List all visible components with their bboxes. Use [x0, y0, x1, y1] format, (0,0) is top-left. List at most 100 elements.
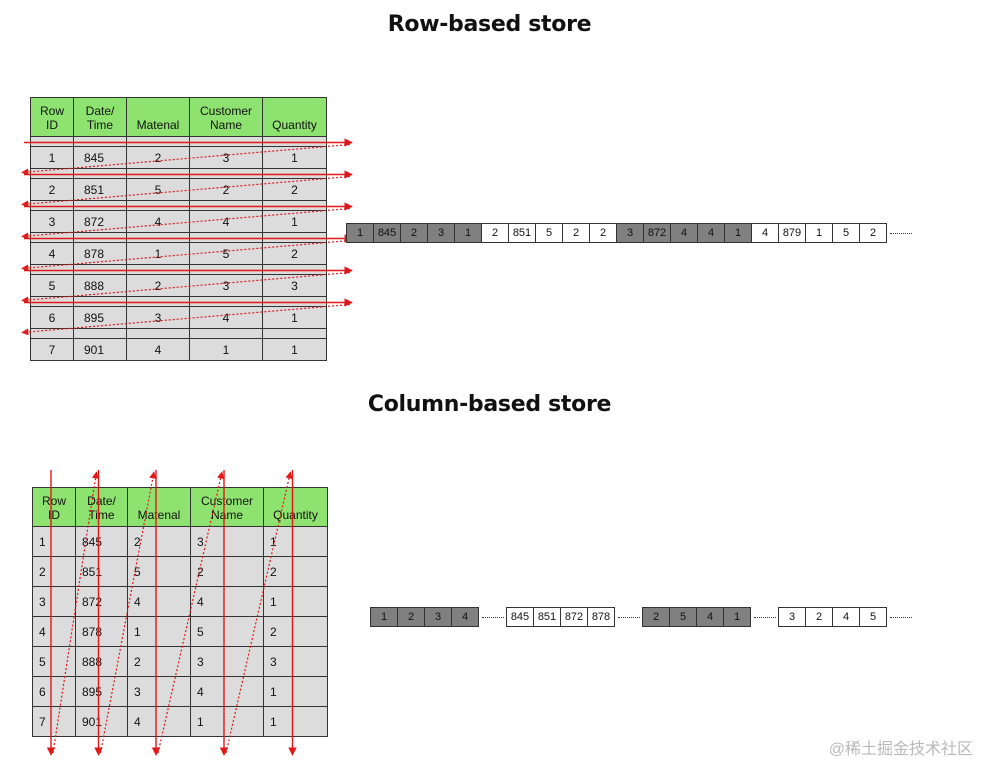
- strip-cell: 851: [508, 223, 536, 243]
- continuation-dots: [754, 616, 776, 618]
- table-cell: 2: [262, 242, 327, 265]
- column-header: Quantity: [262, 97, 327, 137]
- table-cell: 2: [262, 178, 327, 201]
- strip-cell: 3: [424, 607, 452, 627]
- gap-cell: [30, 168, 74, 179]
- table-cell: 2: [263, 556, 328, 587]
- strip-cell: 845: [373, 223, 401, 243]
- gap-cell: [126, 232, 190, 243]
- table-cell: 3: [262, 274, 327, 297]
- gap-cell: [30, 200, 74, 211]
- gap-cell: [126, 200, 190, 211]
- gap-cell: [262, 232, 327, 243]
- strip-cell: 1: [370, 607, 398, 627]
- table-cell: 2: [263, 616, 328, 647]
- gap-cell: [126, 296, 190, 307]
- table-cell: 5: [127, 556, 191, 587]
- column-header: Quantity: [263, 487, 328, 527]
- gap-cell: [73, 296, 127, 307]
- table-cell: 872: [73, 210, 127, 233]
- table-cell: 1: [263, 586, 328, 617]
- row-gap: [30, 200, 327, 211]
- table-cell: 4: [127, 586, 191, 617]
- table-cell: 888: [75, 646, 128, 677]
- table-cell: 1: [263, 526, 328, 557]
- gap-cell: [189, 296, 263, 307]
- table-cell: 7: [32, 706, 76, 737]
- table-cell: 1: [262, 146, 327, 169]
- table-cell: 4: [126, 338, 190, 361]
- table-cell: 3: [189, 274, 263, 297]
- table-cell: 5: [126, 178, 190, 201]
- strip-cell: 1: [805, 223, 833, 243]
- table-cell: 3: [190, 526, 264, 557]
- table-cell: 2: [127, 646, 191, 677]
- gap-cell: [189, 232, 263, 243]
- strip-cell: 1: [454, 223, 482, 243]
- strip-cell: 3: [427, 223, 455, 243]
- strip-cell: 878: [587, 607, 615, 627]
- gap-cell: [189, 264, 263, 275]
- strip-cell: 3: [778, 607, 806, 627]
- column-header: Matenal: [126, 97, 190, 137]
- table-cell: 4: [189, 210, 263, 233]
- strip-cell: 5: [669, 607, 697, 627]
- strip-cell: 872: [560, 607, 588, 627]
- strip-cell: 4: [832, 607, 860, 627]
- table-cell: 4: [189, 306, 263, 329]
- row-gap: [30, 328, 327, 339]
- table-cell: 2: [189, 178, 263, 201]
- gap-cell: [30, 296, 74, 307]
- row-gap: [30, 264, 327, 275]
- table-cell: 1: [262, 338, 327, 361]
- table-cell: 1: [127, 616, 191, 647]
- table-cell: 4: [32, 616, 76, 647]
- gap-cell: [262, 328, 327, 339]
- table-cell: 878: [75, 616, 128, 647]
- strip-cell: 879: [778, 223, 806, 243]
- continuation-dots: [618, 616, 640, 618]
- table-cell: 4: [190, 586, 264, 617]
- table-cell: 3: [263, 646, 328, 677]
- table-cell: 1: [190, 706, 264, 737]
- strip-cell: 1: [346, 223, 374, 243]
- gap-cell: [73, 168, 127, 179]
- table-cell: 1: [263, 706, 328, 737]
- table-cell: 1: [189, 338, 263, 361]
- gap-cell: [262, 168, 327, 179]
- table-cell: 845: [75, 526, 128, 557]
- strip-cell: 2: [397, 607, 425, 627]
- column-header: Row ID: [32, 487, 76, 527]
- gap-cell: [126, 264, 190, 275]
- table-cell: 3: [32, 586, 76, 617]
- gap-cell: [73, 328, 127, 339]
- table-cell: 888: [73, 274, 127, 297]
- row-gap: [30, 296, 327, 307]
- strip-cell: 2: [589, 223, 617, 243]
- table-cell: 872: [75, 586, 128, 617]
- table-cell: 3: [190, 646, 264, 677]
- table-cell: 2: [190, 556, 264, 587]
- table-cell: 901: [73, 338, 127, 361]
- table-cell: 3: [127, 676, 191, 707]
- gap-cell: [262, 200, 327, 211]
- strip-cell: 851: [533, 607, 561, 627]
- table-cell: 3: [126, 306, 190, 329]
- gap-cell: [262, 136, 327, 147]
- gap-cell: [73, 200, 127, 211]
- gap-cell: [73, 232, 127, 243]
- gap-cell: [30, 264, 74, 275]
- table-cell: 5: [30, 274, 74, 297]
